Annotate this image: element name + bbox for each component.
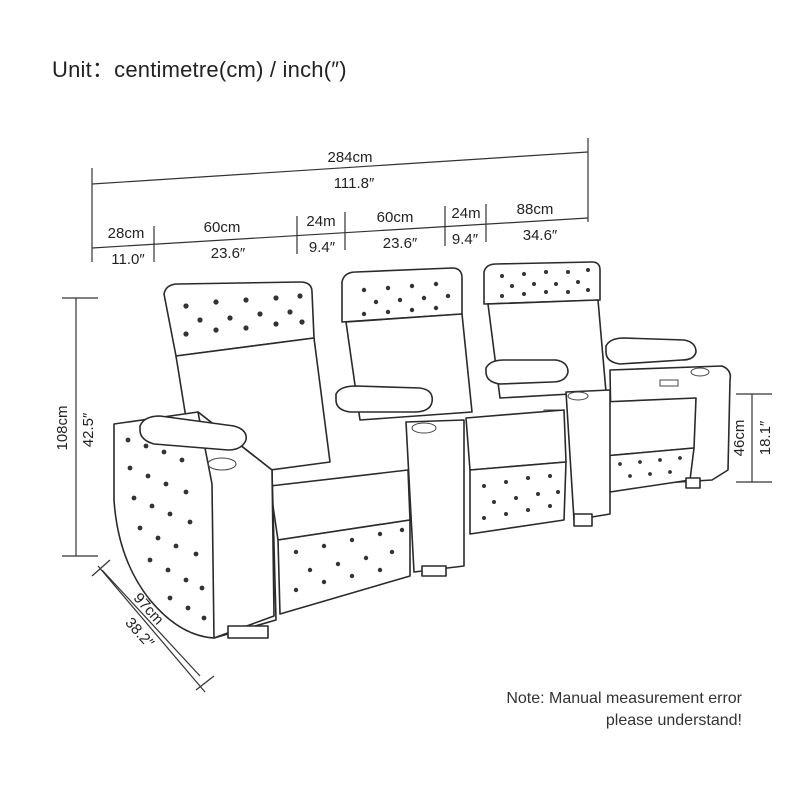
segment-4-in: 23.6″ (383, 235, 418, 252)
console-right-body (565, 389, 611, 521)
headrest-middle (341, 267, 463, 323)
leg-console-right (573, 513, 593, 527)
console-right-armpad (485, 359, 569, 385)
segment-6-in: 34.6″ (523, 227, 558, 244)
height-in: 42.5″ (80, 412, 97, 447)
depth-top-tick (91, 559, 111, 577)
cupholder-console-middle (411, 422, 437, 434)
console-right (485, 359, 611, 527)
cupholder-console-right (567, 391, 589, 401)
cupholder-right (690, 367, 710, 377)
segment-line (91, 217, 589, 249)
total-width-dimension: 284cm 111.8″ (91, 138, 589, 262)
segment-1-cm: 28cm (108, 225, 145, 242)
depth-top-end (97, 565, 206, 693)
segment-5-in: 9.4″ (452, 231, 479, 248)
segment-4-cm: 60cm (377, 209, 414, 226)
height-dimension: 108cm 42.5″ (54, 297, 98, 557)
seat-cushion-right (601, 397, 697, 457)
seat-cushion-middle (465, 409, 567, 471)
footrest-left (277, 519, 411, 615)
note-line-2: please understand! (605, 712, 742, 729)
segment-dimensions: 28cm 11.0″ 60cm 23.6″ 24m 9.4″ 60cm 23.6… (91, 201, 589, 268)
height-cm: 108cm (54, 405, 71, 450)
control-panel-right (659, 379, 679, 387)
segment-1-in: 11.0″ (111, 251, 145, 268)
segment-3-in: 9.4″ (309, 239, 336, 256)
depth-line (101, 569, 201, 677)
segment-6-cm: 88cm (517, 201, 554, 218)
sofa-illustration (113, 261, 732, 639)
console-middle-armpad (335, 385, 434, 413)
total-width-cm: 284cm (327, 149, 372, 166)
leg-left (227, 625, 269, 639)
segment-5-cm: 24m (451, 205, 480, 222)
segment-2-cm: 60cm (204, 219, 241, 236)
leg-right (685, 477, 701, 489)
note-line-1: Note: Manual measurement error (506, 690, 742, 707)
segment-2-in: 23.6″ (211, 245, 246, 262)
seat-right (483, 261, 732, 493)
armpad-right (605, 337, 697, 365)
seat-height-dimension: 46cm 18.1″ (731, 393, 774, 483)
tufting (125, 268, 682, 621)
cupholder-left (207, 457, 237, 471)
seat-height-cm: 46cm (731, 420, 748, 457)
depth-bottom-tick (195, 675, 215, 691)
console-middle (335, 385, 465, 577)
armpad-left (139, 415, 248, 451)
measurement-note: Note: Manual measurement error please un… (506, 688, 742, 732)
seat-left (113, 281, 411, 639)
total-width-line (91, 151, 589, 185)
leg-console-middle (421, 565, 447, 577)
headrest-right (483, 261, 601, 305)
console-middle-body (405, 419, 465, 573)
seat-height-in: 18.1″ (757, 420, 774, 455)
segment-3-cm: 24m (306, 213, 335, 230)
total-width-in: 111.8″ (334, 175, 375, 192)
footrest-right (603, 447, 695, 493)
unit-label: Unit：centimetre(cm) / inch(″) (52, 57, 347, 82)
